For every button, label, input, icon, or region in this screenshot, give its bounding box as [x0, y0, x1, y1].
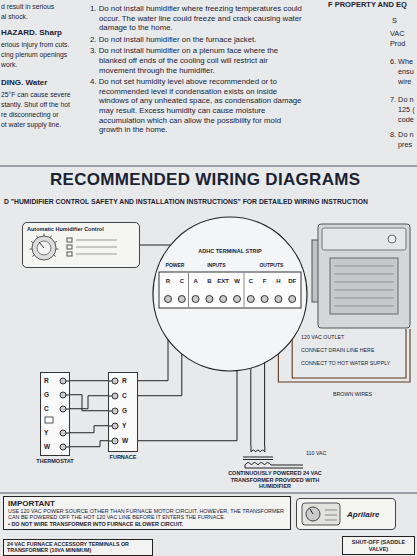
humidistat-face [27, 232, 135, 264]
section-rule [0, 493, 417, 494]
warning-item: 2. Do not install humidifier on the furn… [90, 35, 302, 45]
subtitle-note: D "HUMIDIFIER CONTROL SAFETY AND INSTALL… [4, 198, 414, 206]
warning-item: 4. Do not set humidity level above recom… [90, 77, 302, 135]
terminal-name: W [122, 437, 128, 444]
humidistat-control: Automatic Humidifier Control [22, 222, 140, 268]
hazard-heading: HAZARD. Sharp [1, 28, 62, 37]
node-text: • DO NOT WIRE TRANSFORMER INTO FURNACE B… [8, 521, 286, 527]
terminal-name: B [202, 278, 216, 285]
terminal-name: C [244, 278, 258, 285]
section-heading: F PROPERTY AND EQ [328, 1, 407, 10]
warning-fragment: S [392, 17, 397, 25]
warning-fragment: code [398, 116, 414, 124]
terminal-strip-callout: ADHC TERMINAL STRIPPOWERINPUTSOUTPUTSRCA… [152, 216, 308, 372]
warning-item: 1. Do not install humidifier where freez… [90, 4, 302, 33]
brown-wire [292, 303, 406, 378]
humidifier-unit [312, 224, 410, 328]
node-text: ADHC TERMINAL STRIP [152, 248, 308, 254]
terminal-name: Y [44, 429, 48, 436]
wire-connector [251, 363, 265, 446]
warning-list: 1. Do not install humidifier where freez… [90, 4, 302, 137]
warning-fragment: cing plenum openings [1, 51, 67, 59]
terminal-screws [41, 373, 69, 455]
node-text: FURNACE [110, 454, 137, 460]
furnace-terminals: FURNACERCGYW [108, 372, 138, 452]
warning-fragment: ot water supply line. [1, 121, 61, 129]
terminal-name: C [44, 405, 49, 412]
control-panel: Aprilaire [296, 498, 396, 530]
terminal-name: W [44, 443, 50, 450]
node-text: Aprilaire [347, 510, 379, 519]
callout-circle [152, 216, 308, 372]
terminal-name: C [175, 278, 189, 285]
terminal-name: A [189, 278, 203, 285]
wire-connector [140, 245, 171, 246]
warning-fragment: Prod [390, 40, 405, 48]
warning-fragment: pres [398, 141, 412, 149]
terminal-name: C [122, 392, 127, 399]
terminal-name: EXT [216, 278, 230, 285]
node-text: Automatic Humidifier Control [27, 226, 135, 232]
terminal-group-label: POWER [161, 263, 189, 269]
warning-fragment: VAC [390, 30, 404, 38]
terminal-name: W [230, 278, 244, 285]
warning-fragment: 7. Do n [390, 96, 414, 104]
warning-fragment: 25°F can cause severe [1, 91, 71, 99]
callout-label: 110 VAC [305, 450, 327, 456]
terminal-name: DF [285, 278, 299, 285]
node-text: CONTINUOUSLY POWERED 24 VAC TRANSFORMER … [215, 470, 335, 490]
warning-item: 3. Do not install humidifier on a plenum… [90, 46, 302, 75]
callout-label: 120 VAC OUTLET [300, 334, 345, 340]
terminal-name: G [122, 407, 127, 414]
shut-off-valve-box: SHUT-OFF (SADDLE VALVE) [342, 536, 415, 555]
node-text: IMPORTANT [8, 499, 286, 508]
node-text: 24 VAC FURNACE ACCESSORY TERMINALS OR TR… [7, 541, 149, 554]
node-text: THERMOSTAT [36, 458, 73, 464]
warning-fragment: re disconnecting or [1, 111, 58, 119]
terminal-name: R [161, 278, 175, 285]
warning-fragment: 8. Do n [390, 131, 414, 139]
warning-fragment: d result in serious [1, 3, 54, 11]
warning-fragment: 125 ( [398, 106, 415, 114]
warning-fragment: al shock. [1, 13, 28, 21]
callout-label: CONNECT TO HOT WATER SUPPLY [300, 360, 391, 366]
callout-label: BROWN WIRES [332, 391, 373, 397]
terminal-name: H [271, 278, 285, 285]
terminal-name: F [258, 278, 272, 285]
terminal-group-label: OUTPUTS [249, 263, 293, 269]
node-text: SHUT-OFF (SADDLE VALVE) [346, 539, 411, 552]
warning-fragment: stantly. Shut off the hot [1, 101, 70, 109]
terminal-group-label: INPUTS [196, 263, 236, 269]
node-text: USE 120 VAC POWER SOURCE OTHER THAN FURN… [8, 508, 286, 521]
thermostat-terminals: THERMOSTATRGCYW [40, 372, 70, 456]
terminal-name: Y [122, 422, 126, 429]
warning-fragment: wire [398, 78, 411, 86]
hazard-heading: DING. Water [1, 78, 47, 87]
terminal-name: G [44, 391, 49, 398]
terminal-name: R [44, 377, 49, 384]
section-rule [0, 166, 417, 167]
diagram-title: RECOMMENDED WIRING DIAGRAMS [50, 170, 360, 190]
terminal-name: R [122, 377, 127, 384]
warning-fragment: ensu [398, 68, 414, 76]
warning-fragment: erious injury from cuts. [1, 41, 69, 49]
warning-fragment: 6. Whe [390, 58, 413, 66]
callout-label: CONNECT DRAIN LINE HERE [300, 347, 375, 353]
control-dial [301, 501, 341, 527]
warning-fragment: work. [1, 61, 17, 69]
accessory-terminal-box: 24 VAC FURNACE ACCESSORY TERMINALS OR TR… [3, 539, 153, 556]
important-note-box: IMPORTANTUSE 120 VAC POWER SOURCE OTHER … [3, 496, 291, 530]
wire-connector [70, 381, 108, 447]
